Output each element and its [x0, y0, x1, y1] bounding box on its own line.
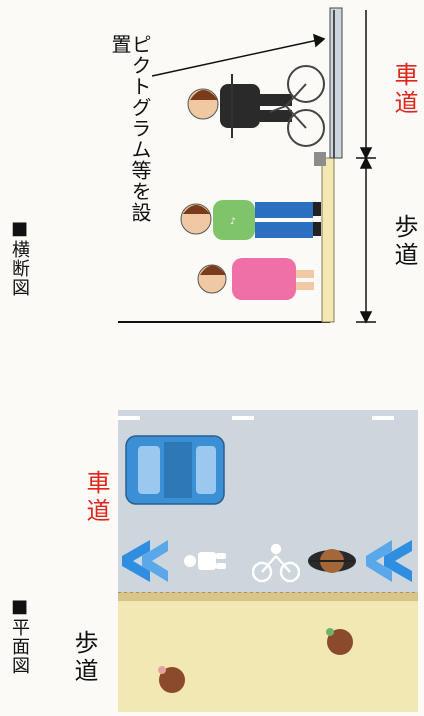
car-icon [125, 435, 225, 505]
cyclist-figure [308, 549, 356, 573]
plan-curb [118, 592, 418, 601]
cyclist-figure [187, 74, 292, 138]
section-sidewalk-label: 歩道 [390, 214, 418, 270]
pedestrian-icon [184, 552, 226, 570]
plan-title: ■平面図 [9, 596, 30, 675]
section-title: ■横断図 [9, 218, 30, 297]
dimension-line [356, 10, 376, 324]
arrow-chevron-icon [366, 540, 412, 582]
section-sidewalk [321, 157, 335, 323]
bicycle-icon [269, 65, 325, 147]
pedestrian-figure: ♪ [180, 200, 321, 240]
pictogram-callout: ピクトグラム等を設置 [108, 34, 152, 223]
section-curb [314, 152, 326, 166]
plan-sidewalk-label: 歩道 [70, 630, 98, 686]
pedestrian-figure [197, 258, 314, 300]
plan-view [118, 410, 418, 712]
arrow-chevron-icon [122, 540, 168, 582]
plan-sidewalk [118, 600, 418, 712]
plan-road-label: 車道 [82, 470, 110, 526]
plan-lane-markings [118, 416, 394, 420]
pedestrian-figure [326, 628, 353, 655]
callout-arrow [151, 33, 326, 77]
svg-text:♪: ♪ [230, 217, 236, 227]
cyclist-icon [251, 543, 301, 583]
cross-section-view: ♪ [118, 7, 376, 324]
section-road [329, 7, 343, 159]
section-road-label: 車道 [390, 62, 418, 118]
pedestrian-figure [158, 666, 185, 693]
